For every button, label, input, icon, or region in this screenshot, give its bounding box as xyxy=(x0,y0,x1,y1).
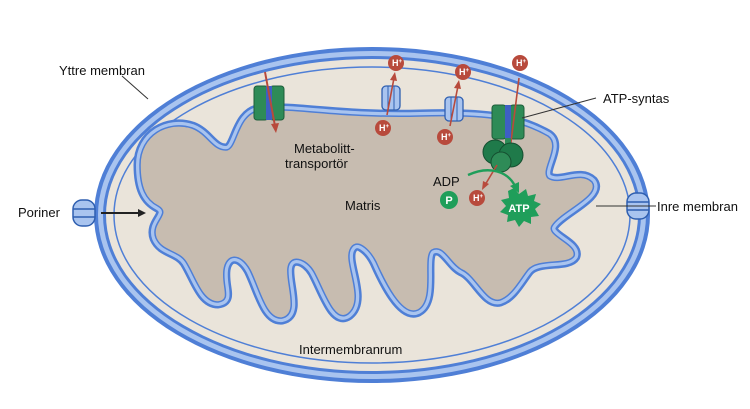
atp-synthesis-arrowhead xyxy=(510,182,519,193)
svg-text:H+: H+ xyxy=(516,58,527,68)
phosphate: P xyxy=(440,191,458,209)
proton-ion: H+ xyxy=(375,120,391,136)
proton-ion: H+ xyxy=(388,55,404,71)
svg-text:P: P xyxy=(445,195,452,207)
atp-synthase-label: ATP-syntas xyxy=(603,91,670,106)
proton-ion: H+ xyxy=(469,190,485,206)
atp-molecule: ATP xyxy=(500,188,541,227)
porin-left xyxy=(72,199,96,227)
porins-arrow xyxy=(101,209,146,217)
atp-synthase-leader xyxy=(521,97,597,119)
svg-text:H+: H+ xyxy=(379,123,390,133)
intermembrane-space-label: Intermembranrum xyxy=(299,342,402,357)
metabolite-transporter-label-line1: Metabolitt- xyxy=(294,141,355,156)
metabolite-transporter-label-line2: transportör xyxy=(285,156,349,171)
proton-ion: H+ xyxy=(455,64,471,80)
proton-flow-arrows xyxy=(386,72,461,127)
matrix-label: Matris xyxy=(345,198,381,213)
atp-synthesis-arrow xyxy=(467,169,517,187)
svg-text:H+: H+ xyxy=(441,132,452,142)
svg-text:ATP: ATP xyxy=(508,203,529,215)
porins-label: Poriner xyxy=(18,205,61,220)
metabolite-transporter xyxy=(253,71,285,133)
proton-ion: H+ xyxy=(512,55,528,71)
atp-synthase xyxy=(482,77,525,190)
proton-ion: H+ xyxy=(437,129,453,145)
svg-text:H+: H+ xyxy=(473,193,484,203)
svg-text:H+: H+ xyxy=(392,58,403,68)
adp-label: ADP xyxy=(433,174,460,189)
outer-membrane-leader xyxy=(121,75,149,100)
svg-text:H+: H+ xyxy=(459,67,470,77)
outer-membrane-label: Yttre membran xyxy=(59,63,145,78)
inner-membrane-label: Inre membran xyxy=(657,199,738,214)
